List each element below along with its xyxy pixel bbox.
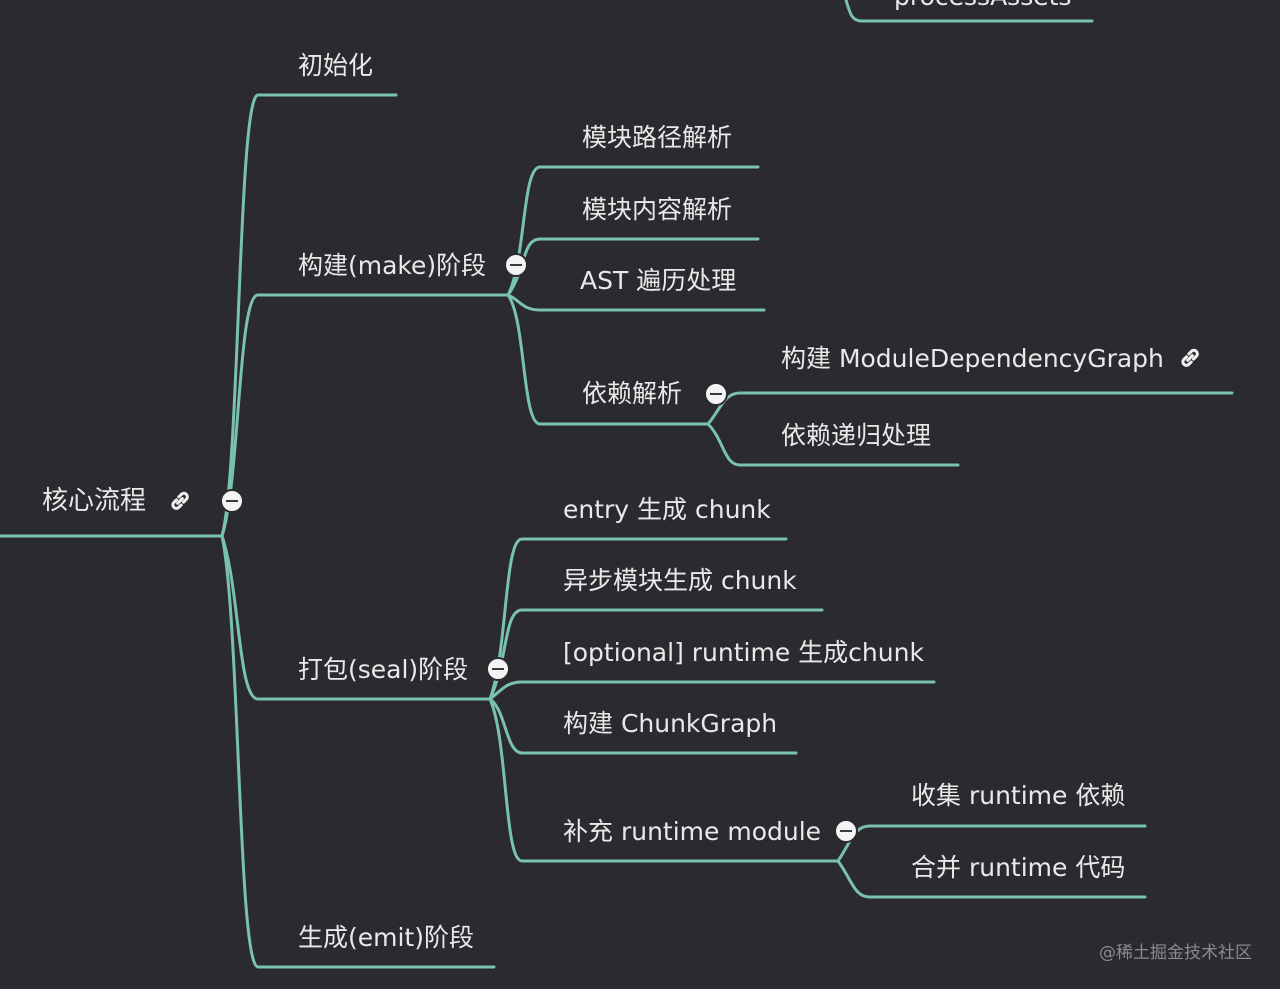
branch-graph	[706, 391, 1234, 426]
link-icon[interactable]	[1176, 344, 1204, 372]
node-make[interactable]: 构建(make)阶段	[298, 251, 487, 280]
node-optional[interactable]: [optional] runtime 生成chunk	[563, 638, 924, 667]
node-seal[interactable]: 打包(seal)阶段	[298, 655, 469, 684]
branch-path-parse	[506, 165, 760, 297]
node-content-parse[interactable]: 模块内容解析	[582, 195, 733, 224]
branch-optional	[488, 680, 936, 701]
collapse-seal-button[interactable]	[486, 657, 510, 681]
node-chunkgraph[interactable]: 构建 ChunkGraph	[563, 709, 778, 738]
branch-runtime-module	[488, 697, 840, 863]
node-emit[interactable]: 生成(emit)阶段	[298, 923, 474, 952]
branch-chunkgraph	[488, 697, 798, 755]
watermark: @稀土掘金技术社区	[1099, 943, 1252, 963]
node-ast[interactable]: AST 遍历处理	[580, 266, 737, 295]
branch-recursive	[706, 422, 960, 467]
node-async[interactable]: 异步模块生成 chunk	[563, 566, 797, 595]
node-recursive[interactable]: 依赖递归处理	[781, 421, 932, 450]
branch-emit	[220, 534, 496, 969]
node-entry[interactable]: entry 生成 chunk	[563, 495, 771, 524]
node-dep[interactable]: 依赖解析	[582, 379, 683, 408]
node-merge[interactable]: 合并 runtime 代码	[911, 853, 1126, 882]
branch-seal	[220, 534, 492, 701]
collapse-root-button[interactable]	[220, 489, 244, 513]
node-runtime-module[interactable]: 补充 runtime module	[563, 817, 822, 846]
node-process-assets[interactable]: processAssets	[894, 0, 1071, 9]
node-root[interactable]: 核心流程	[42, 486, 147, 516]
collapse-dep-button[interactable]	[704, 382, 728, 406]
node-collect[interactable]: 收集 runtime 依赖	[911, 781, 1126, 810]
node-init[interactable]: 初始化	[298, 51, 374, 80]
collapse-runtime-module-button[interactable]	[834, 819, 858, 843]
node-graph[interactable]: 构建 ModuleDependencyGraph	[781, 344, 1164, 373]
branch-merge	[836, 859, 1147, 899]
branch-top-partial	[844, 0, 1094, 23]
branch-ast	[506, 293, 766, 312]
branch-entry	[488, 537, 788, 701]
branch-content-parse	[506, 237, 760, 297]
link-icon[interactable]	[166, 487, 194, 515]
branch-async	[488, 608, 824, 701]
branch-dep	[506, 293, 710, 426]
branch-make	[220, 293, 510, 538]
collapse-make-button[interactable]	[504, 253, 528, 277]
node-path-parse[interactable]: 模块路径解析	[582, 123, 733, 152]
